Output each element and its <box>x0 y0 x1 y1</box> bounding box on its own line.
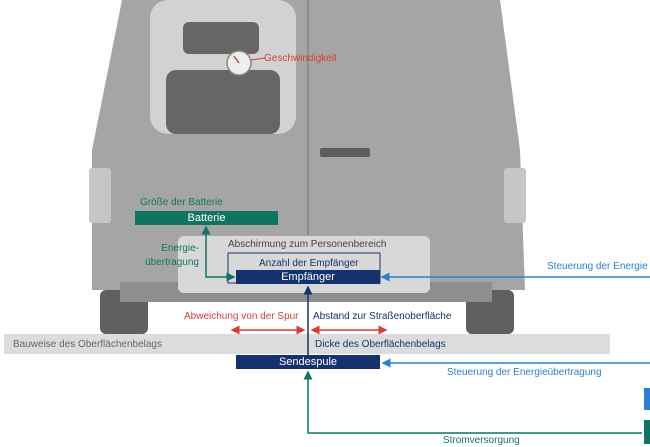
battery-box: Batterie <box>135 211 278 225</box>
battery-size-label: Größe der Batterie <box>140 197 223 208</box>
control-device <box>644 388 650 410</box>
headrest <box>183 22 259 54</box>
left-light <box>89 168 111 223</box>
road-surface-strip <box>4 334 610 354</box>
right-light <box>504 168 526 223</box>
door-handle <box>320 148 370 157</box>
shielding-label: Abschirmung zum Personenbereich <box>228 239 387 250</box>
energy-control-label: Steuerung der Energie <box>547 261 648 272</box>
receiver-box: Empfänger <box>236 270 380 284</box>
speed-label: Geschwindigkeit <box>264 53 337 64</box>
surface-construction-label: Bauweise des Oberflächenbelags <box>13 339 162 350</box>
seat <box>166 70 280 134</box>
road-distance-label: Abstand zur Straßenoberfläche <box>313 311 452 322</box>
energy-transfer-label-1: Energie- <box>161 243 199 254</box>
transmit-coil-box: Sendespule <box>236 355 380 369</box>
power-supply-label: Stromversorgung <box>443 435 520 446</box>
energy-transfer-control-label: Steuerung der Energieübertragung <box>447 367 602 378</box>
surface-thickness-label: Dicke des Oberflächenbelags <box>315 339 446 350</box>
energy-transfer-label-2: übertragung <box>145 257 199 268</box>
power-device <box>644 420 650 444</box>
receiver-count-label: Anzahl der Empfänger <box>259 258 359 269</box>
lane-deviation-label: Abweichung von der Spur <box>184 311 299 322</box>
